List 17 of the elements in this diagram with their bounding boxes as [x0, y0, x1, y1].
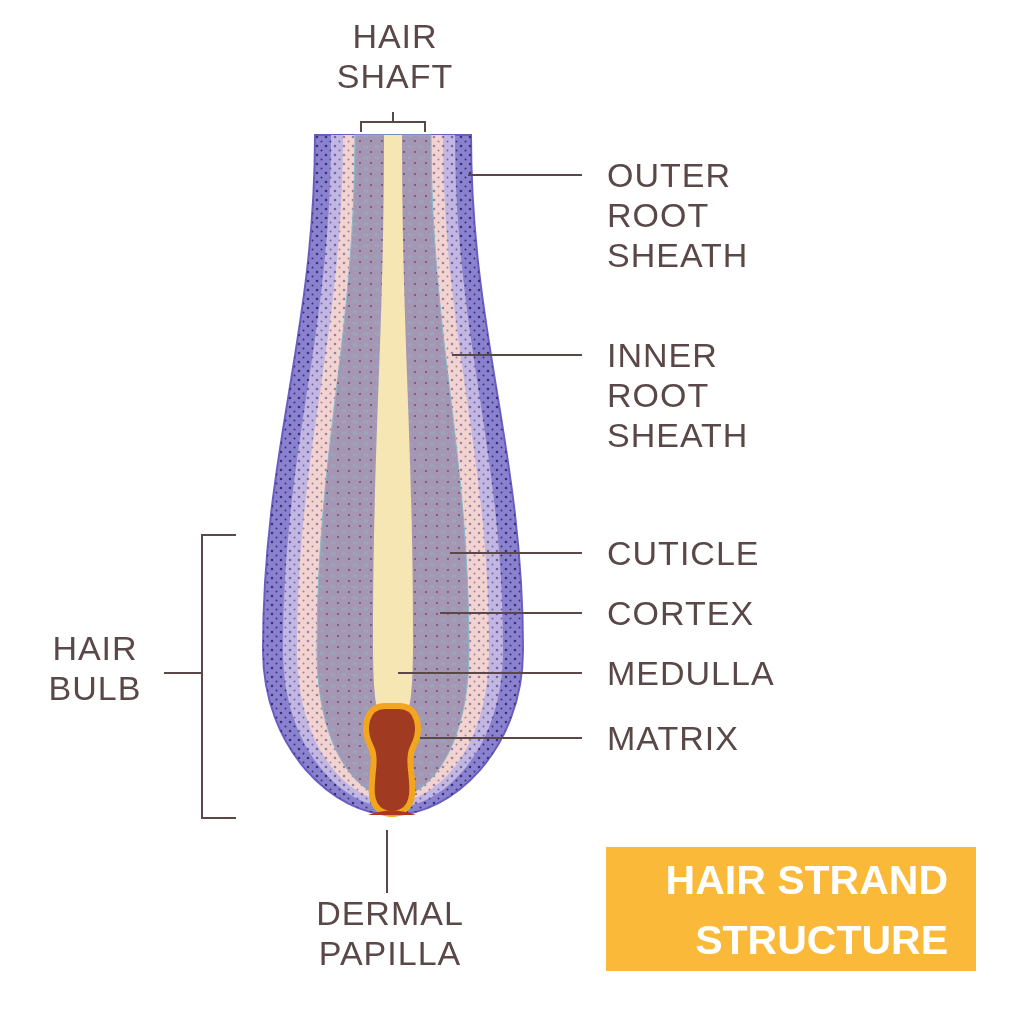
leader-line: [439, 612, 583, 614]
leader-line: [467, 174, 583, 176]
part-label: MATRIX: [582, 718, 782, 758]
part-label: HAIR BULB: [47, 628, 143, 708]
part-label: OUTER ROOT SHEATH: [582, 155, 782, 275]
part-label: DERMAL PAPILLA: [300, 893, 480, 973]
part-label: CUTICLE: [582, 533, 782, 573]
part-label: MEDULLA: [582, 653, 782, 693]
leader-line: [386, 829, 388, 894]
leader-line: [449, 552, 583, 554]
title-banner: HAIR STRAND STRUCTURE: [606, 847, 976, 971]
leader-line: [419, 737, 583, 739]
part-label: HAIR SHAFT: [335, 16, 455, 96]
part-label: CORTEX: [582, 593, 782, 633]
leader-line: [451, 354, 583, 356]
leader-line: [397, 672, 583, 674]
part-label: INNER ROOT SHEATH: [582, 335, 782, 455]
